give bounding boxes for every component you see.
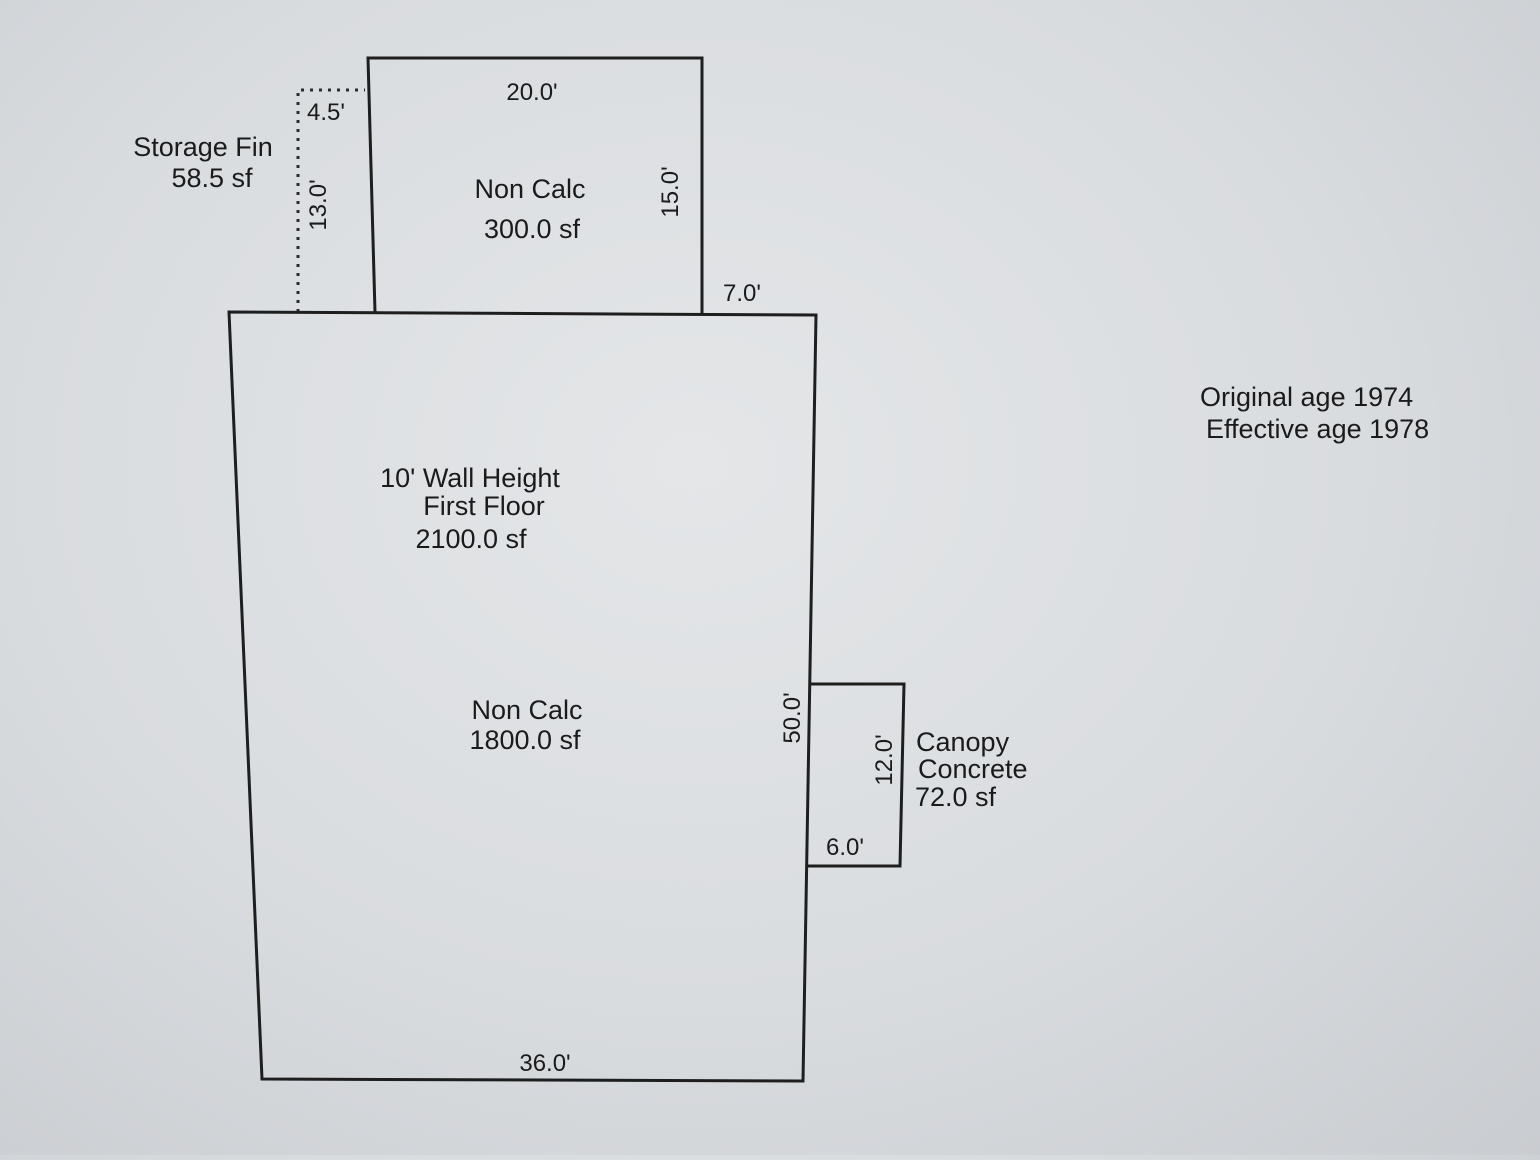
main-side-dim: 50.0' <box>779 692 806 743</box>
canopy-area: 72.0 sf <box>915 782 997 812</box>
storage-fin-top-dim: 4.5' <box>307 99 345 126</box>
main-area-outline <box>227 310 818 1083</box>
storage-fin-name: Storage Fin <box>133 132 273 162</box>
wall-height-label: 10' Wall Height <box>380 463 560 493</box>
main-bottom-dim: 36.0' <box>519 1050 570 1077</box>
canopy-bottom-dim: 6.0' <box>826 834 864 861</box>
effective-age-note: Effective age 1978 <box>1206 414 1429 444</box>
main-non-calc-name: Non Calc <box>471 695 582 725</box>
main-non-calc-area: 1800.0 sf <box>469 725 581 755</box>
canopy-side-dim: 12.0' <box>871 734 898 785</box>
storage-fin-side-dim: 13.0' <box>305 179 332 230</box>
canopy-material: Concrete <box>918 754 1028 784</box>
step-dim: 7.0' <box>723 280 761 307</box>
upper-area-outline <box>366 56 704 314</box>
canopy-name: Canopy <box>916 727 1010 757</box>
upper-area-side-dim: 15.0' <box>657 166 684 217</box>
first-floor-area: 2100.0 sf <box>415 524 527 554</box>
upper-area-name: Non Calc <box>474 174 585 204</box>
upper-area-top-dim: 20.0' <box>506 79 557 106</box>
original-age-note: Original age 1974 <box>1200 382 1413 412</box>
storage-fin-area: 58.5 sf <box>171 163 253 193</box>
canopy-outline <box>806 682 906 868</box>
storage-fin-outline <box>296 88 365 312</box>
upper-area-size: 300.0 sf <box>484 214 581 244</box>
first-floor-label: First Floor <box>423 491 545 521</box>
